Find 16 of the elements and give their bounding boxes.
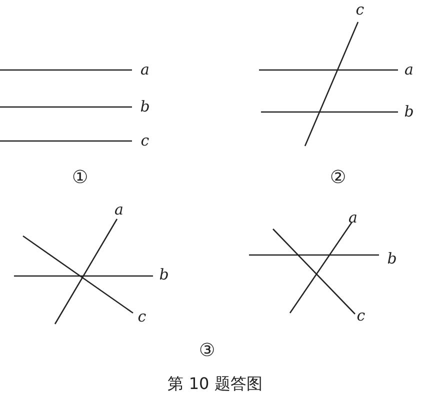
line-label: a [348,210,358,226]
line-label: c [140,134,150,148]
line-label: a [140,62,150,78]
figure-number: ③ [199,342,215,360]
line-label: b [387,252,397,266]
line-label: b [140,100,150,114]
line-label: a [404,62,414,78]
figure-number: ① [72,169,88,187]
figure-number: ② [330,169,346,187]
caption: 第 10 题答图 [168,376,262,392]
line-label: a [114,202,124,218]
line-label: c [138,310,146,324]
line-label: c [356,2,364,18]
line-label: b [404,104,414,120]
line-label: c [356,308,366,324]
line-label: b [159,268,169,282]
